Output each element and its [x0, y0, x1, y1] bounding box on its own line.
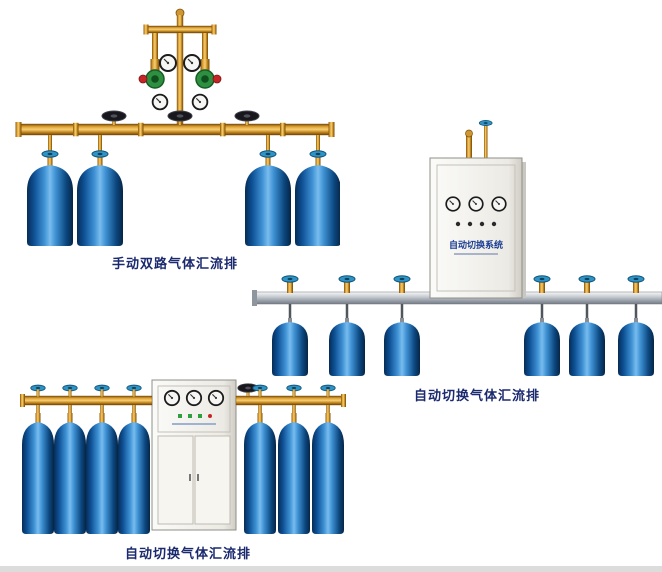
manual-manifold-illustration	[15, 8, 340, 250]
gas-cylinder	[118, 413, 150, 534]
pressure-gauge	[445, 196, 461, 212]
indicator-light	[491, 221, 497, 227]
pressure-gauge	[468, 196, 484, 212]
cylinder-station	[244, 384, 276, 534]
cylinder-station	[524, 275, 560, 376]
cabinet-door	[157, 435, 194, 525]
figure-auto-switch-wall: 自动切换系统 自动切换气体汇流排	[252, 120, 662, 404]
door-handle	[197, 474, 199, 481]
gas-cylinder	[329, 318, 365, 376]
valve-handwheel-icon	[167, 110, 193, 122]
gas-cylinder	[77, 151, 123, 246]
gas-cylinder	[54, 413, 86, 534]
shutoff-valve	[237, 383, 259, 396]
figure-manual-dual-manifold: 手动双路气体汇流排	[10, 6, 340, 272]
figure-caption: 自动切换气体汇流排	[124, 547, 251, 562]
valve-handwheel-icon	[101, 110, 127, 122]
pressure-gauge	[207, 389, 225, 407]
manifold-pipe	[15, 122, 335, 137]
valve-handwheel-icon	[578, 275, 596, 283]
cylinder-station	[384, 275, 420, 376]
valve-handwheel-icon	[533, 275, 551, 283]
pressure-gauge	[191, 93, 209, 111]
manifold-top-assembly	[143, 8, 217, 127]
gas-cylinder	[524, 318, 560, 376]
gas-cylinder	[384, 318, 420, 376]
cylinder-station	[22, 384, 54, 534]
cylinder-station	[54, 384, 86, 534]
pressure-gauge	[183, 54, 201, 72]
figure-caption: 自动切换气体汇流排	[413, 389, 540, 404]
gas-cylinder	[272, 318, 308, 376]
indicator-light	[208, 414, 212, 418]
valve-handwheel-icon	[281, 275, 299, 283]
cylinder-drops	[48, 135, 320, 153]
shutoff-valves	[101, 110, 260, 125]
gas-cylinder	[618, 318, 654, 376]
cylinder-station	[86, 384, 118, 534]
manifold-pipe	[20, 394, 346, 407]
pressure-gauge	[163, 389, 181, 407]
pressure-regulator-left	[138, 54, 177, 111]
regulator-knob	[138, 74, 148, 84]
cylinder-station	[329, 275, 365, 376]
cylinder-station	[272, 275, 308, 376]
valve-handwheel-icon	[393, 275, 411, 283]
gas-cylinder	[244, 413, 276, 534]
pressure-regulator-right	[183, 54, 222, 111]
cabinet-label-line	[172, 423, 216, 425]
cylinder-station	[312, 384, 344, 534]
indicator-light	[188, 414, 192, 418]
cabinet-sublabel-line	[454, 253, 498, 255]
gas-cylinder	[278, 413, 310, 534]
gas-cylinder	[569, 318, 605, 376]
pressure-gauge	[491, 196, 507, 212]
gas-cylinder	[312, 413, 344, 534]
valve-handwheel-icon	[627, 275, 645, 283]
cabinet-label: 自动切换系统	[449, 239, 503, 251]
pressure-gauge	[159, 54, 177, 72]
regulator-body	[195, 69, 215, 89]
indicator-light	[479, 221, 485, 227]
gas-cylinder	[22, 413, 54, 534]
figure-auto-switch-floor: 自动切换气体汇流排	[12, 376, 348, 562]
regulator-body	[145, 69, 165, 89]
cylinder-station	[118, 384, 150, 534]
auto-manifold-illustration: 自动切换系统	[252, 120, 662, 376]
cabinet-inlet-valves	[465, 120, 493, 160]
indicator-light	[455, 221, 461, 227]
door-handle	[189, 474, 191, 481]
valve-handwheel-icon	[478, 120, 493, 126]
control-cabinet: 自动切换系统	[429, 157, 526, 299]
figure-caption: 手动双路气体汇流排	[111, 257, 238, 272]
regulator-knob	[212, 74, 222, 84]
pressure-gauge	[151, 93, 169, 111]
cabinet-door	[194, 435, 231, 525]
indicator-light	[178, 414, 182, 418]
page-edge	[0, 566, 662, 572]
cylinder-station	[278, 384, 310, 534]
auto-manifold-floor-illustration	[20, 379, 346, 534]
cylinder-station	[618, 275, 654, 376]
control-cabinet	[151, 379, 237, 531]
indicator-light	[467, 221, 473, 227]
gas-cylinder	[27, 151, 73, 246]
indicator-light	[198, 414, 202, 418]
cylinder-station	[569, 275, 605, 376]
valve-handwheel-icon	[338, 275, 356, 283]
gas-cylinder	[86, 413, 118, 534]
pressure-gauge	[185, 389, 203, 407]
